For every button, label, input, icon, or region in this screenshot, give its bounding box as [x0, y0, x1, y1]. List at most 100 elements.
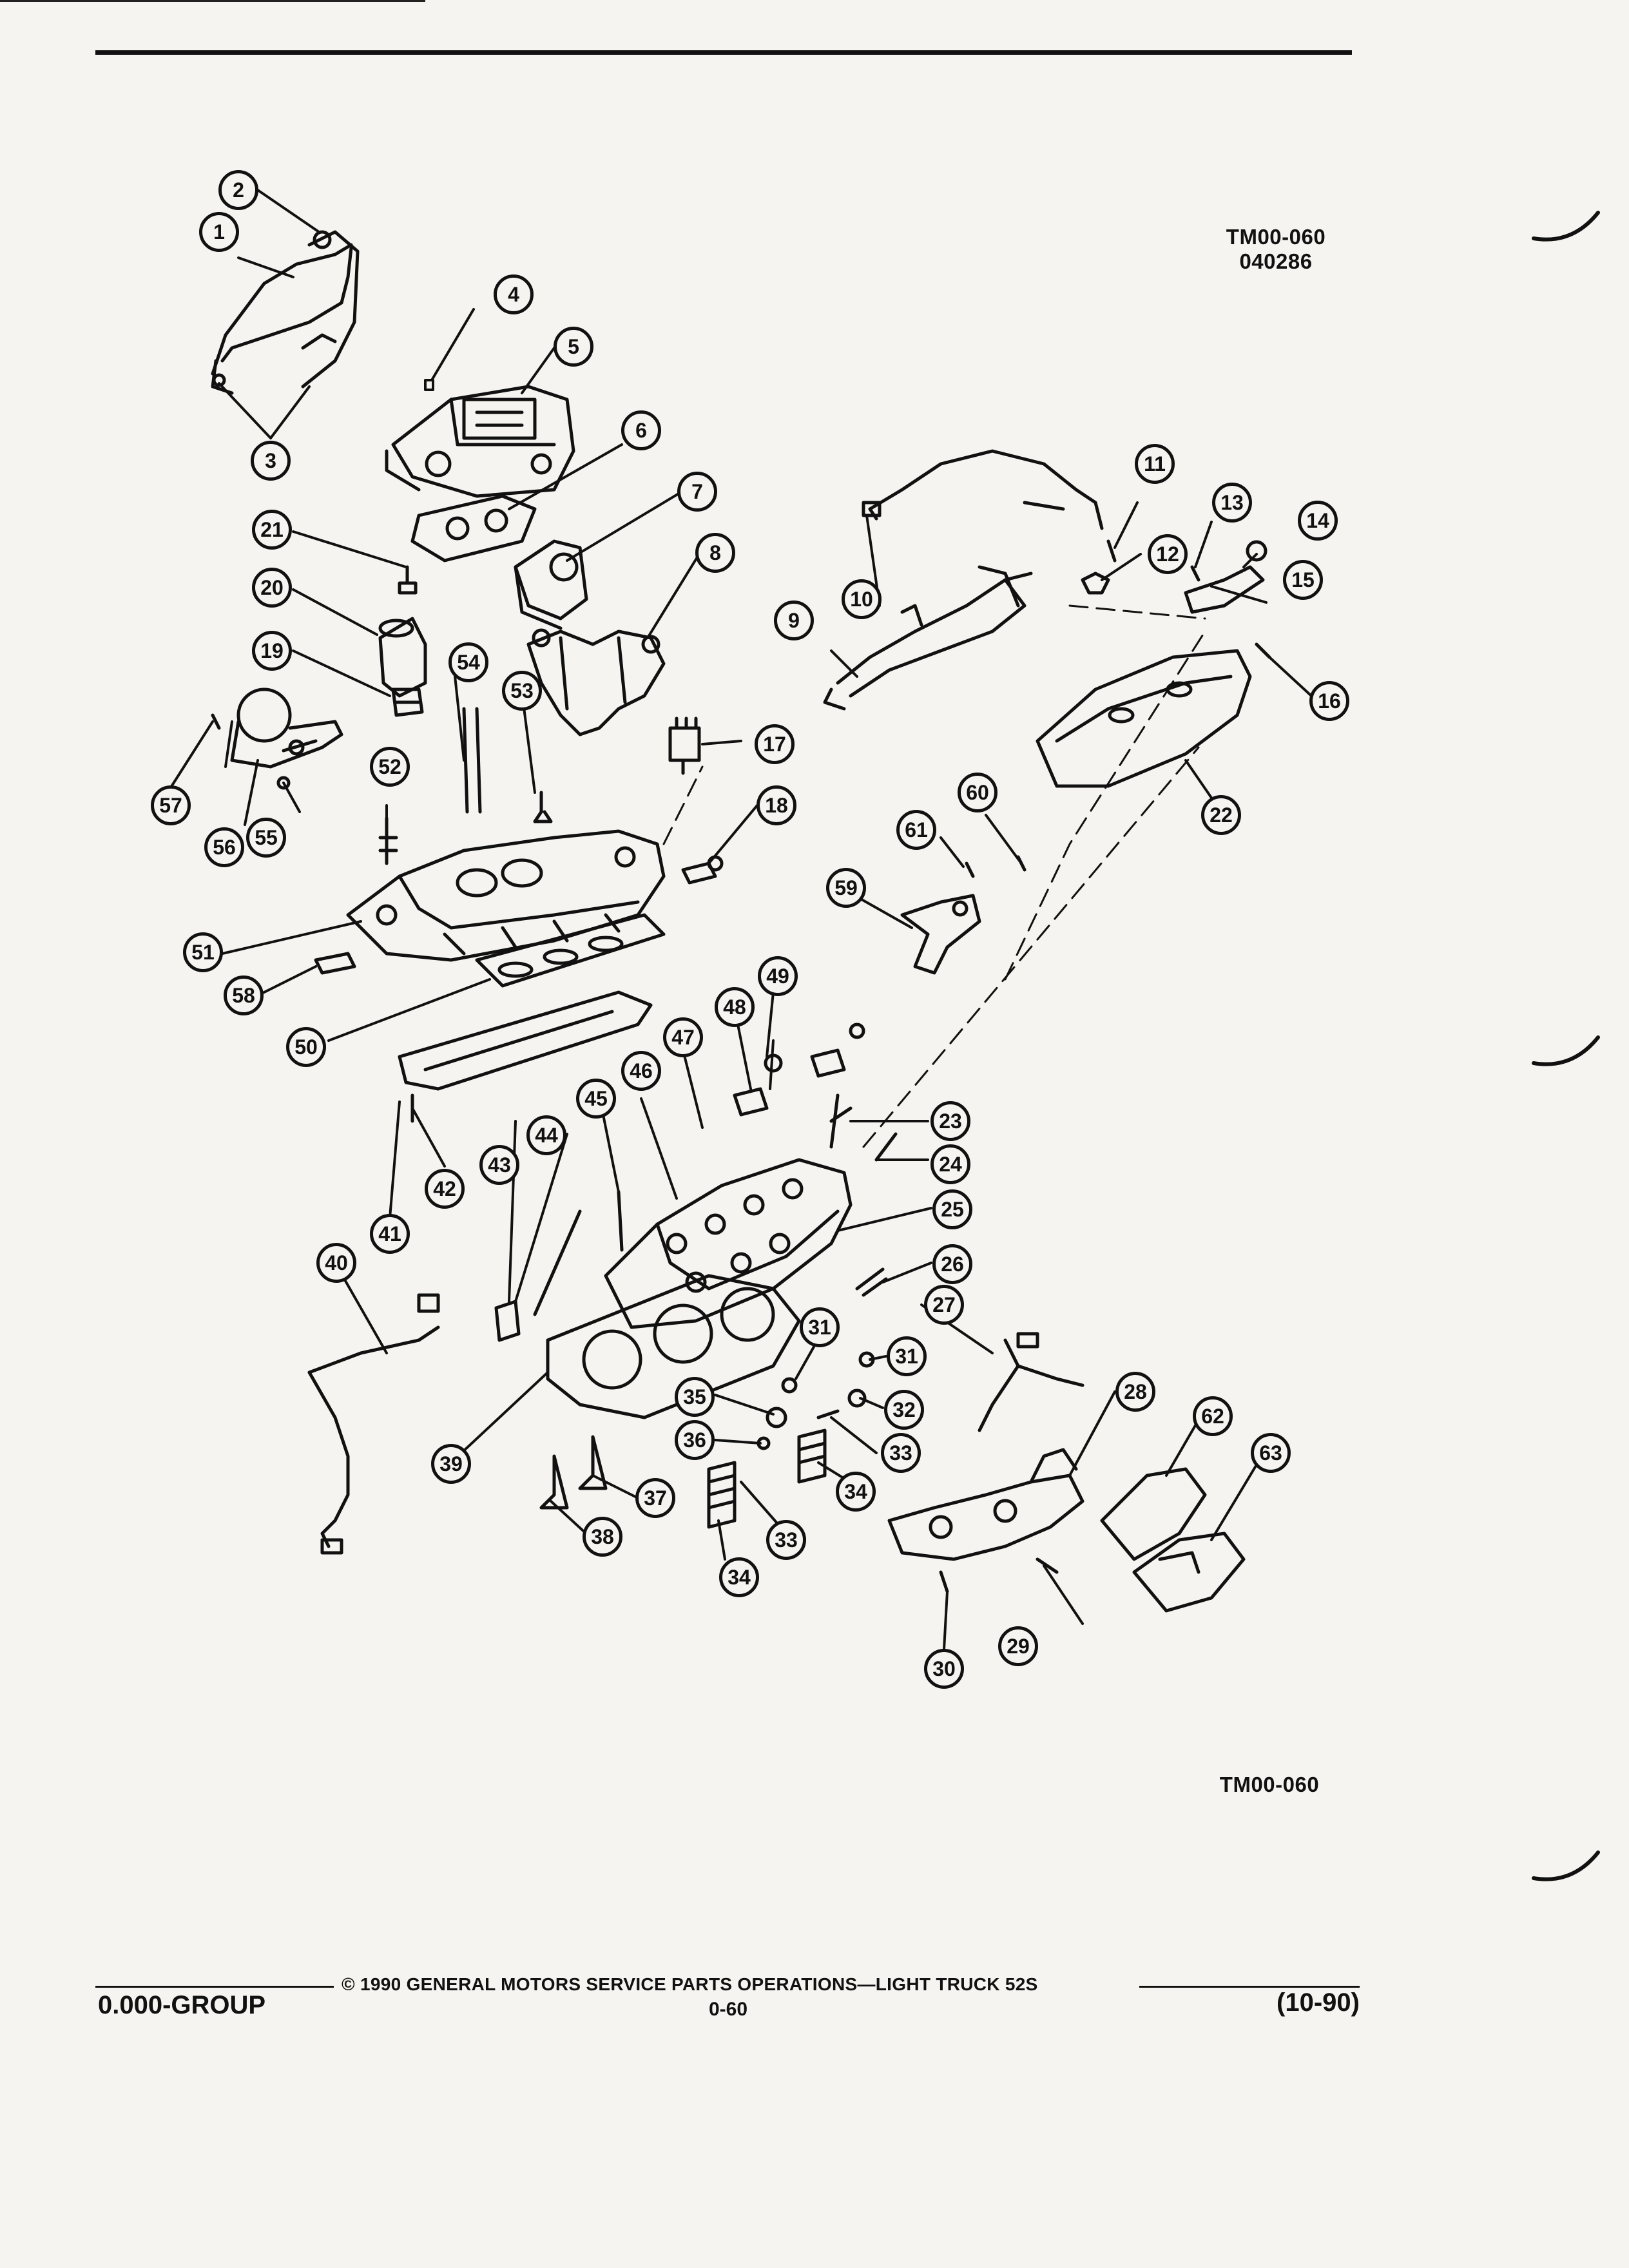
callout-17: 17 [755, 724, 795, 764]
callout-52: 52 [370, 747, 410, 787]
rocker-arm-part [733, 1023, 865, 1117]
callout-20: 20 [252, 568, 292, 608]
callout-48: 48 [715, 987, 755, 1027]
callout-59: 59 [826, 868, 866, 908]
callout-18: 18 [757, 785, 796, 825]
callout-4: 4 [494, 274, 534, 314]
cylinder-head-part [604, 1158, 853, 1329]
callout-55: 55 [246, 818, 286, 858]
callout-49: 49 [758, 956, 798, 996]
head-gasket-part [546, 1274, 801, 1419]
callout-50: 50 [286, 1027, 326, 1067]
pushrod-part [494, 1190, 624, 1342]
mounting-bracket-part [526, 628, 666, 736]
callout-35: 35 [675, 1377, 715, 1417]
callout-47: 47 [663, 1017, 703, 1057]
callout-14: 14 [1298, 501, 1338, 541]
callout-62: 62 [1193, 1396, 1233, 1436]
map-sensor-part [668, 716, 701, 775]
callout-33a: 33 [881, 1433, 921, 1473]
manifold-gasket-part [475, 913, 666, 988]
footer-group: 0.000-GROUP [98, 1991, 266, 2019]
callout-46: 46 [621, 1051, 661, 1091]
callout-7: 7 [677, 472, 717, 512]
callout-53: 53 [502, 671, 542, 711]
callout-45: 45 [576, 1079, 616, 1119]
oil-fill-part [1184, 540, 1268, 614]
callout-51: 51 [183, 932, 223, 972]
callout-1: 1 [199, 212, 239, 252]
callout-22: 22 [1201, 795, 1241, 835]
callout-32: 32 [884, 1390, 924, 1430]
footer-date: (10-90) [1277, 1988, 1360, 2017]
valve-cover-part [1036, 642, 1271, 788]
gasket-part [410, 494, 537, 562]
exhaust-manifold-part [887, 1448, 1084, 1561]
callout-41: 41 [370, 1214, 410, 1254]
illustration-date: 040286 [1239, 249, 1313, 273]
callout-6: 6 [621, 410, 661, 450]
callout-60: 60 [958, 773, 998, 812]
lift-bracket-part [900, 855, 1027, 975]
fuel-line-part [307, 1293, 440, 1555]
callout-56: 56 [204, 827, 244, 867]
callout-57: 57 [151, 785, 191, 825]
throttle-bracket-part [211, 230, 360, 395]
illustration-code-bottom: TM00-060 [1219, 1773, 1320, 1796]
footer-rule-left [95, 1986, 334, 1988]
callout-10: 10 [842, 579, 882, 619]
solenoid-part [514, 539, 588, 630]
callout-21: 21 [252, 510, 292, 550]
callout-23: 23 [930, 1101, 970, 1141]
callout-39: 39 [431, 1444, 471, 1484]
callout-54: 54 [448, 642, 488, 682]
callout-19: 19 [252, 631, 292, 671]
callout-58: 58 [224, 975, 264, 1015]
callout-36: 36 [675, 1420, 715, 1460]
callout-61: 61 [896, 810, 936, 850]
heat-shield-part [1100, 1467, 1246, 1613]
callout-43: 43 [479, 1145, 519, 1185]
valve-spring-part [539, 1351, 875, 1529]
illustration-code: TM00-060 [1226, 225, 1326, 249]
binding-mark [1532, 1850, 1600, 1881]
callout-13: 13 [1212, 483, 1252, 523]
callout-11: 11 [1135, 444, 1175, 484]
dashed-guide-lines [662, 604, 1206, 1148]
callout-27: 27 [924, 1285, 964, 1325]
callout-9: 9 [774, 601, 814, 640]
callout-33b: 33 [766, 1520, 806, 1560]
callout-37: 37 [635, 1478, 675, 1518]
corner-rule [0, 0, 425, 2]
callout-34a: 34 [836, 1472, 876, 1512]
callout-30: 30 [924, 1649, 964, 1689]
fitting-part [681, 855, 724, 885]
callout-34b: 34 [719, 1557, 759, 1597]
callout-3: 3 [251, 441, 291, 481]
callout-5: 5 [554, 327, 593, 367]
egr-pipe-part [978, 1332, 1084, 1432]
callout-8: 8 [695, 533, 735, 573]
callout-24: 24 [930, 1144, 970, 1184]
callout-40: 40 [316, 1243, 356, 1283]
callout-31a: 31 [800, 1307, 840, 1347]
callout-29: 29 [998, 1626, 1038, 1666]
temp-sensor-part [314, 952, 356, 975]
callout-38: 38 [583, 1517, 622, 1557]
callout-44: 44 [526, 1115, 566, 1155]
callout-16: 16 [1309, 681, 1349, 721]
callout-63: 63 [1251, 1433, 1291, 1473]
pcv-valve-part [1081, 539, 1117, 595]
callout-26: 26 [932, 1244, 972, 1284]
callout-15: 15 [1283, 560, 1323, 600]
footer-page-number: 0-60 [708, 1999, 748, 2020]
intake-manifold-part [346, 829, 666, 962]
callout-28: 28 [1115, 1372, 1155, 1412]
callout-12: 12 [1148, 534, 1188, 574]
stud-part [378, 707, 553, 865]
thermostat-housing-part [378, 565, 427, 698]
leader-lines [166, 189, 1313, 1651]
callout-25: 25 [932, 1189, 972, 1229]
egr-valve-part [211, 687, 343, 790]
